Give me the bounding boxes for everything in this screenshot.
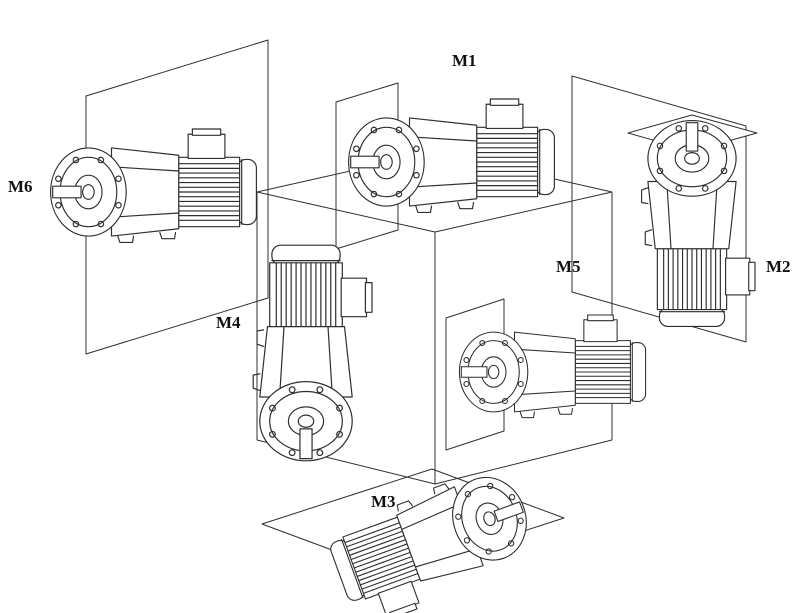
label-m2: M2 bbox=[766, 257, 791, 276]
label-m1: M1 bbox=[452, 51, 477, 70]
gearmotor-m6 bbox=[50, 128, 257, 243]
gearmotor-m4 bbox=[252, 244, 373, 462]
label-m5: M5 bbox=[556, 257, 581, 276]
mounting-plane-m6 bbox=[85, 39, 269, 355]
label-m3: M3 bbox=[371, 492, 396, 511]
label-m4: M4 bbox=[216, 313, 241, 332]
mounting-plane-m1 bbox=[335, 82, 399, 250]
gearmotor-m1 bbox=[348, 98, 555, 213]
gearmotor-m2 bbox=[641, 120, 756, 327]
label-m6: M6 bbox=[8, 177, 33, 196]
mounting-plane-m5 bbox=[445, 298, 505, 451]
mounting-plane-m2 bbox=[571, 75, 747, 343]
gearmotor-m5 bbox=[458, 314, 647, 419]
